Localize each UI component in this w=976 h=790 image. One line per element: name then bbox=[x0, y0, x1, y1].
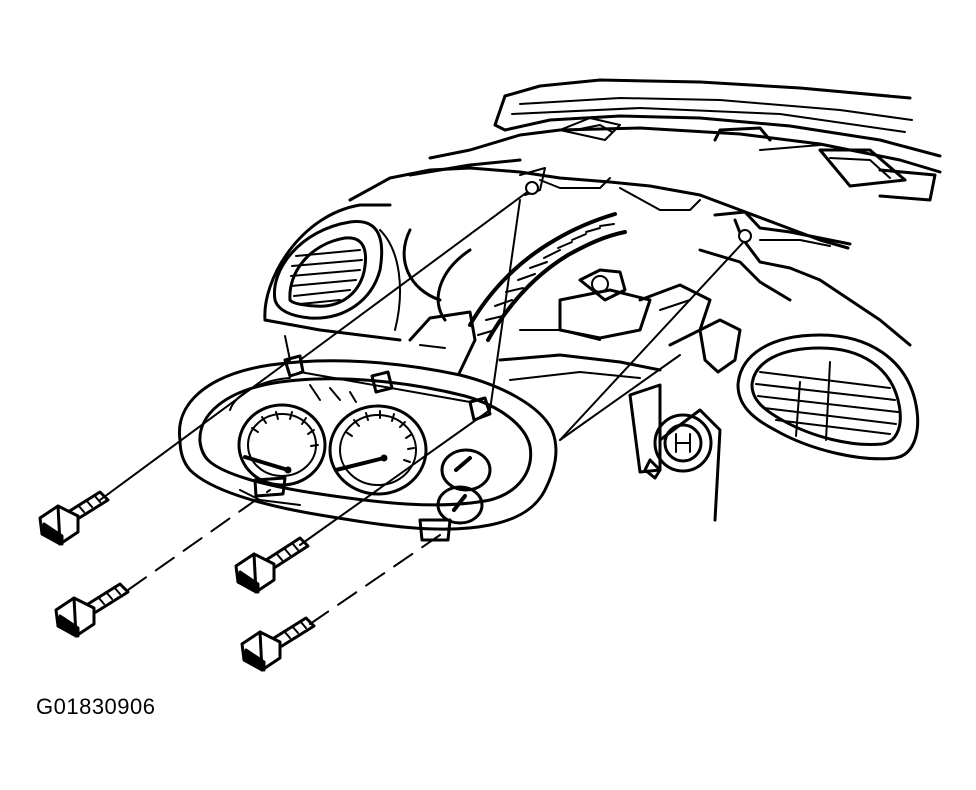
ignition-switch bbox=[643, 413, 713, 480]
figure-id-label: G01830906 bbox=[36, 694, 156, 719]
screw-2 bbox=[54, 489, 271, 638]
instrument-cluster bbox=[177, 354, 558, 542]
leader-lines bbox=[299, 181, 752, 441]
right-air-vent bbox=[736, 333, 920, 461]
screw-4 bbox=[240, 534, 441, 672]
screw-3 bbox=[234, 199, 521, 594]
screw-1 bbox=[38, 359, 291, 546]
wire-harness bbox=[402, 212, 742, 522]
left-air-vent bbox=[263, 203, 402, 361]
